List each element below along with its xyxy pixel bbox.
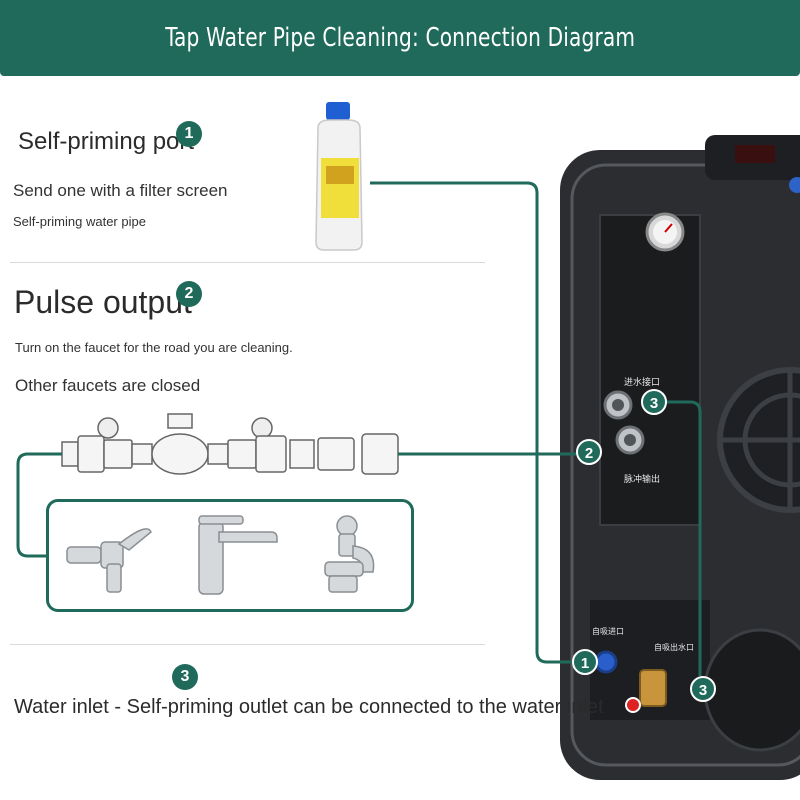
pulse-line2: Other faucets are closed [15,376,201,395]
faucet-illustrations [66,515,375,595]
faucet-options-box [46,499,414,612]
self-priming-title: Self-priming port [18,128,195,155]
inlet-text: Water inlet - Self-priming outlet can be… [14,696,604,718]
connection-lines [16,181,702,676]
port-badge-1: 1 [581,655,589,672]
section-divider [10,262,485,263]
upper-port-label-top: 进水接口 [624,376,660,388]
inlet-badge: 3 [172,664,198,690]
port-badge-3-upper: 3 [650,395,658,412]
pulse-title: Pulse output [14,284,192,320]
self-priming-badge: 1 [176,121,202,147]
port-badge-3-lower: 3 [699,682,707,699]
basin-faucet-icon [198,515,278,595]
faucet-icon [66,528,152,593]
port-badge-2: 2 [585,445,593,462]
lower-port-label-right: 自吸出水口 [654,642,694,652]
port-badges: 3 2 1 3 [572,389,716,702]
page-title: Tap Water Pipe Cleaning: Connection Diag… [165,23,635,53]
pulse-line1: Turn on the faucet for the road you are … [15,340,293,355]
cleaner-bottle-icon [315,102,363,251]
self-priming-line2: Self-priming water pipe [13,214,146,229]
pipe-fittings-icon [61,413,399,475]
pulse-badge: 2 [176,281,202,307]
cross-handle-faucet-icon [324,515,375,593]
cleaning-machine [560,135,800,780]
lower-port-label-left: 自吸进口 [592,626,624,636]
self-priming-line1: Send one with a filter screen [13,181,228,200]
pressure-gauge-icon [645,212,685,252]
upper-port-label-bottom: 脉冲输出 [624,473,660,485]
header-banner: Tap Water Pipe Cleaning: Connection Diag… [0,0,800,76]
section-divider-2 [10,644,485,645]
